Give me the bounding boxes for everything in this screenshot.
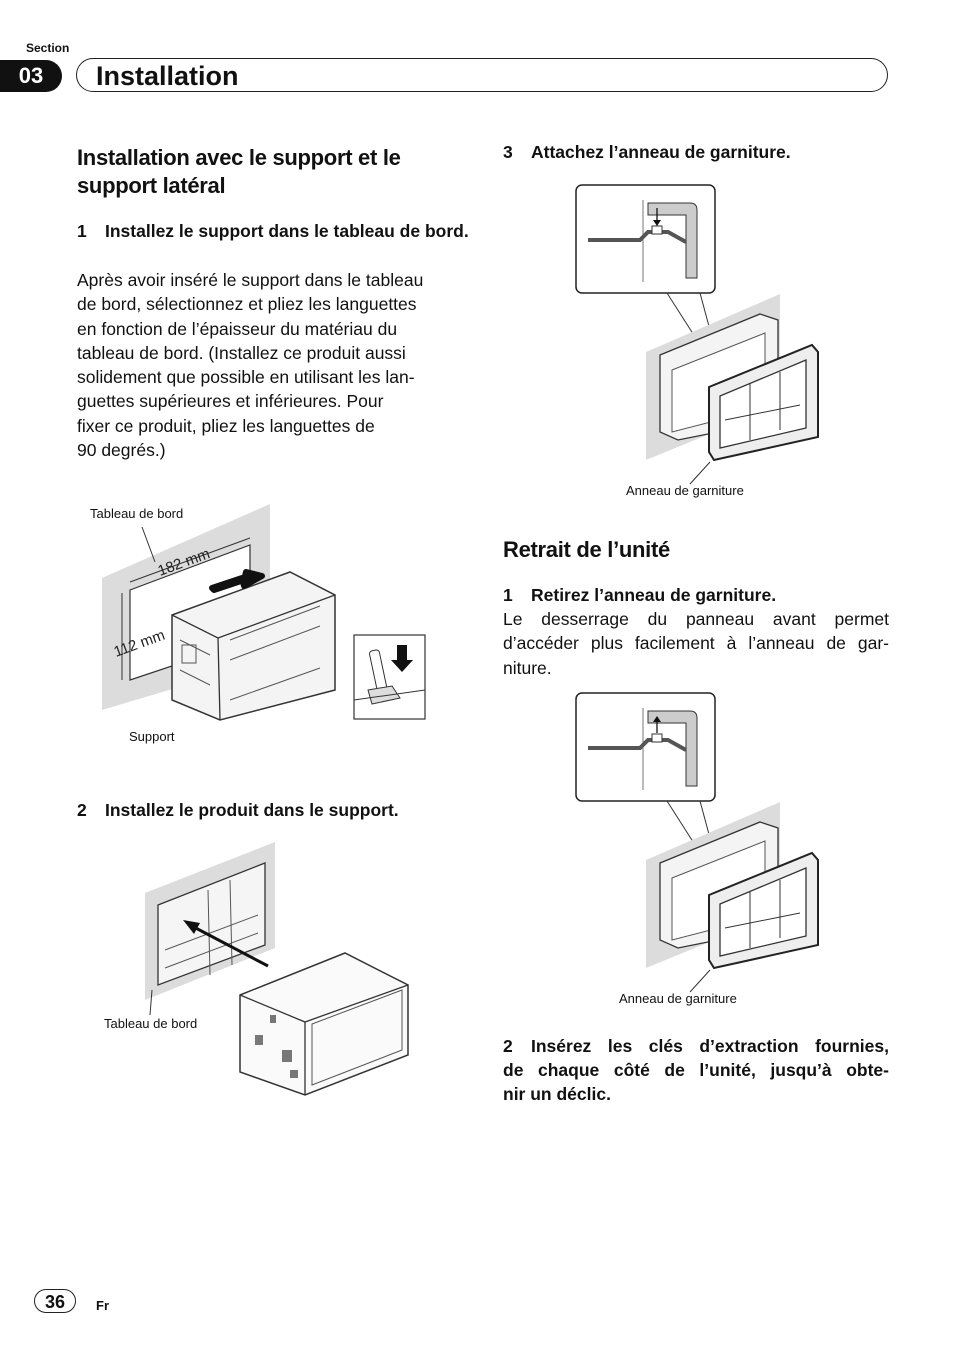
section-label: Section [26, 41, 70, 55]
label-trim-ring: Anneau de garniture [626, 483, 744, 498]
section-heading-removal: Retrait de l’unité [503, 537, 670, 562]
body-line: Après avoir inséré le support dans le ta… [77, 270, 424, 290]
body-line: guettes supérieures et inférieures. Pour [77, 391, 384, 412]
step-number: 1 [77, 221, 87, 241]
body-line: 90 degrés.) [77, 440, 166, 461]
body-line: en fonction de l’épaisseur du matériau d… [77, 318, 398, 339]
label-dashboard: Tableau de bord [104, 1016, 198, 1031]
step-number: 3 [503, 142, 513, 162]
step-number: 1 [503, 585, 513, 605]
language-code: Fr [96, 1298, 109, 1313]
step-title-line: Insérez les clés d’extraction fournies, [531, 1036, 889, 1056]
body-line: niture. [503, 657, 552, 678]
label-dashboard: Tableau de bord [90, 506, 184, 521]
step-title-text: Installez le support dans le tableau de … [105, 221, 469, 241]
step-3-title: 3 Attachez l’anneau de garniture. [503, 140, 893, 164]
step-title-text: Installez le produit dans le support. [105, 800, 399, 820]
label-support: Support [129, 729, 175, 744]
removal-step-1-title: 1 Retirez l’anneau de garniture. [503, 583, 893, 607]
label-trim-ring: Anneau de garniture [619, 991, 737, 1006]
step-title-line: nir un déclic. [503, 1084, 611, 1104]
step-number: 2 [503, 1036, 513, 1056]
body-line: tableau de bord. (Installez ce produit a… [77, 342, 406, 363]
step-1-body: Après avoir inséré le support dans le ta… [77, 268, 477, 462]
removal-step-2-title: 2 Insérez les clés d’extraction fournies,… [503, 1034, 889, 1106]
body-line: fixer ce produit, pliez les languettes d… [77, 415, 375, 436]
section-number-badge: 03 [0, 60, 62, 92]
body-line: de bord, sélectionnez et pliez les langu… [77, 294, 417, 315]
step-title-text: Retirez l’anneau de garniture. [531, 585, 777, 605]
step-title-line: de chaque côté de l’unité, jusqu’à obte- [503, 1060, 889, 1080]
step-1-title: 1 Installez le support dans le tableau de… [77, 219, 469, 243]
body-line: d’accéder plus facilement à l’anneau de … [503, 633, 889, 654]
body-line: Le desserrage du panneau avant permet [503, 609, 889, 629]
step-number: 2 [77, 800, 87, 820]
removal-step-1-body: Le desserrage du panneau avant permet d’… [503, 607, 889, 680]
body-line: solidement que possible en utilisant les… [77, 367, 415, 388]
title-bar [76, 58, 888, 92]
chapter-title: Installation [96, 61, 239, 91]
step-2-title: 2 Installez le produit dans le support. [77, 798, 469, 822]
page-number: 36 [34, 1289, 76, 1313]
section-heading-installation: Installation avec le support et le suppo… [77, 145, 401, 198]
step-title-text: Attachez l’anneau de garniture. [531, 142, 791, 162]
